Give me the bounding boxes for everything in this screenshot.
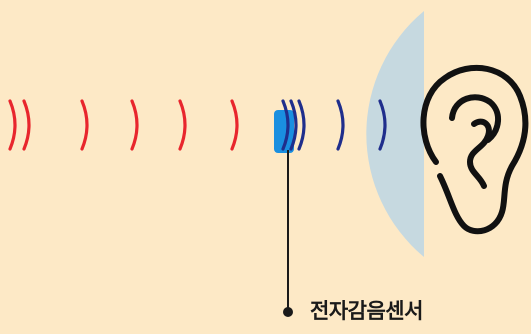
leader-dot [283,307,293,317]
red-wave-1 [8,99,17,151]
inner-sound-waves [281,99,387,151]
navy-wave-2 [289,99,298,151]
ear-icon [420,64,529,235]
outer-sound-waves [8,99,239,151]
navy-wave-5 [378,99,387,151]
sensing-zone [366,11,424,257]
red-wave-3 [80,99,89,151]
red-wave-4 [130,99,139,151]
navy-wave-1 [281,99,290,151]
red-wave-6 [230,99,239,151]
red-wave-5 [178,99,187,151]
navy-wave-4 [336,99,345,151]
red-wave-2 [22,99,31,151]
sensor-label: 전자감음센서 [310,299,423,323]
navy-wave-3 [297,99,306,151]
